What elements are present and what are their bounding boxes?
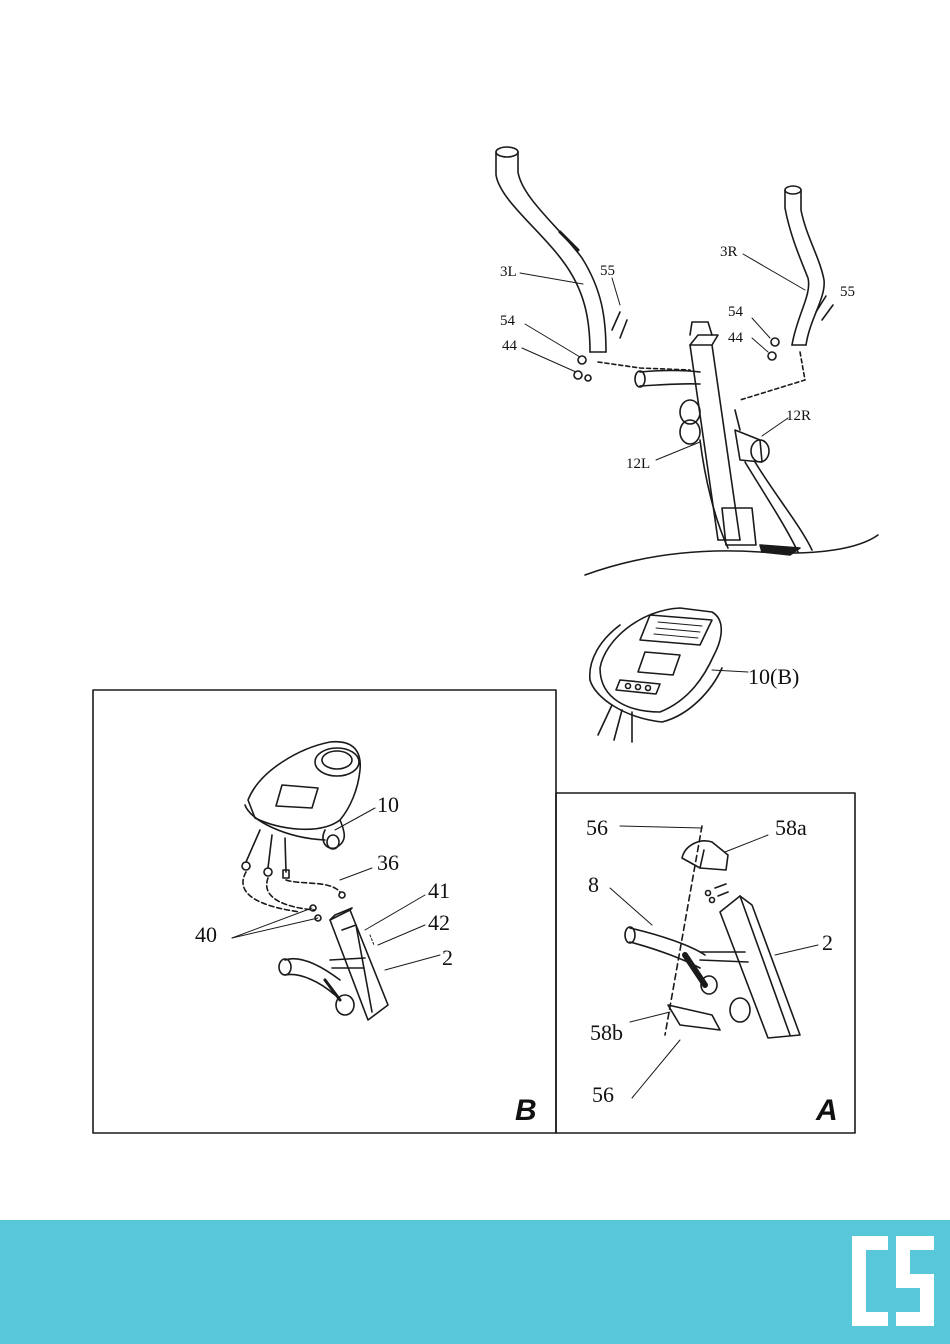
washer-54-left <box>578 356 586 364</box>
washer-54-right <box>771 338 779 346</box>
panel-b-frame <box>93 690 556 1133</box>
label-58b: 58b <box>590 1020 623 1045</box>
label-2-b: 2 <box>442 945 453 970</box>
top-diagram-labels: 3L 55 54 44 3R 55 54 44 12R 12L <box>500 244 855 472</box>
console-10B-diagram <box>590 608 748 742</box>
upright-post <box>690 335 740 540</box>
cover-58b <box>668 1005 720 1030</box>
panel-b-diagram <box>232 742 440 1020</box>
label-3R: 3R <box>720 244 738 260</box>
top-frame-diagram <box>496 147 878 575</box>
ground-line <box>585 535 878 575</box>
label-41: 41 <box>428 878 450 903</box>
label-42: 42 <box>428 910 450 935</box>
console-cables <box>598 705 632 742</box>
console-10 <box>248 742 360 830</box>
pivot-12R <box>735 430 762 462</box>
panel-a-diagram <box>610 826 818 1098</box>
footer-bar <box>0 1220 950 1344</box>
label-55-right: 55 <box>840 284 855 300</box>
console-display <box>638 652 680 675</box>
label-8: 8 <box>588 872 599 897</box>
panel-a-labels: 56 58a 8 2 58b 56 A <box>586 815 838 1127</box>
label-54-right: 54 <box>728 304 744 320</box>
label-54-left: 54 <box>500 313 516 329</box>
panel-b-letter: B <box>515 1094 537 1127</box>
label-2-a: 2 <box>822 930 833 955</box>
leg-12R <box>745 462 798 552</box>
label-44-left: 44 <box>502 338 518 354</box>
label-40: 40 <box>195 922 217 947</box>
label-58a: 58a <box>775 815 807 840</box>
label-36: 36 <box>377 850 399 875</box>
post-2 <box>330 910 388 1020</box>
label-55-left: 55 <box>600 263 615 279</box>
label-3L: 3L <box>500 264 517 280</box>
bolt-55-left <box>612 312 627 338</box>
nut-44-right <box>768 352 776 360</box>
label-44-right: 44 <box>728 330 744 346</box>
handlebar-3R <box>785 190 809 345</box>
panel-b-labels: 10 36 41 42 40 2 B <box>195 792 537 1127</box>
cs-logo-icon <box>850 1236 936 1326</box>
label-12R: 12R <box>786 408 811 424</box>
bolt-55-right <box>816 296 833 320</box>
label-12L: 12L <box>626 456 650 472</box>
cover-58a <box>682 841 728 870</box>
console-cables-b <box>246 830 286 872</box>
label-56-top: 56 <box>586 815 608 840</box>
label-56-bottom: 56 <box>592 1082 614 1107</box>
nut-44-left <box>574 371 582 379</box>
assembly-drawing: 3L 55 54 44 3R 55 54 44 12R 12L 10(B) 10… <box>0 0 950 1220</box>
label-10B: 10(B) <box>748 664 799 689</box>
handle-8 <box>630 928 705 968</box>
panel-a-letter: A <box>815 1094 838 1127</box>
label-10: 10 <box>377 792 399 817</box>
